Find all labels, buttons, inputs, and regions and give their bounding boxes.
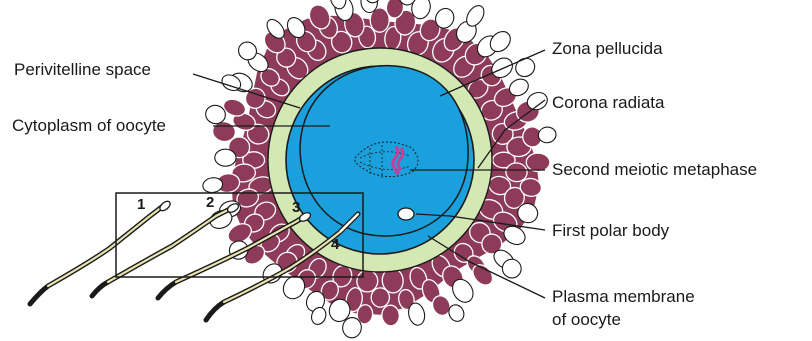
corona-cell [371, 288, 389, 307]
label-plasma-membrane-line2: of oocyte [552, 310, 621, 329]
sperm-number-2: 2 [206, 194, 214, 211]
label-corona-radiata: Corona radiata [552, 93, 665, 112]
sperm-2 [92, 202, 240, 296]
label-plasma-membrane-line1: Plasma membrane [552, 287, 695, 306]
sperm-number-1: 1 [137, 196, 145, 213]
first-polar-body [398, 208, 414, 220]
label-zona-pellucida: Zona pellucida [552, 39, 663, 58]
label-perivitelline-space: Perivitelline space [14, 60, 151, 79]
plasma-membrane [300, 66, 468, 236]
corona-cell [215, 149, 236, 166]
label-first-polar-body: First polar body [552, 221, 670, 240]
corona-cell [526, 153, 550, 172]
corona-cell [381, 305, 400, 327]
label-second-meiotic-metaphase: Second meiotic metaphase [552, 160, 757, 179]
sperm-number-4: 4 [331, 236, 340, 253]
label-cytoplasm: Cytoplasm of oocyte [12, 116, 166, 135]
sperm-number-3: 3 [292, 199, 300, 216]
